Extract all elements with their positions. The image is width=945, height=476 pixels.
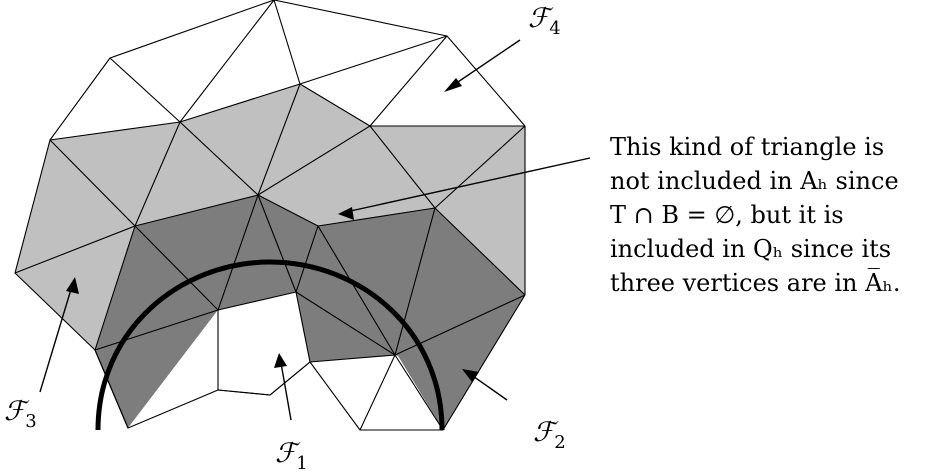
label-f3: ℱ3 xyxy=(4,396,37,432)
caption-line-4: included in Qₕ since its xyxy=(610,235,892,263)
arrow-f4-head xyxy=(444,78,462,92)
caption-text: This kind of triangle is not included in… xyxy=(610,130,945,300)
label-f1: ℱ1 xyxy=(275,438,308,474)
arrow-caption-head xyxy=(338,207,354,220)
boundary-arc xyxy=(95,259,445,431)
region-f4-white xyxy=(50,0,525,140)
caption-line-5: three vertices are in A̅ₕ. xyxy=(610,269,901,297)
label-f4: ℱ4 xyxy=(528,3,561,39)
arrow-f2-head xyxy=(462,369,479,382)
arrow-f3 xyxy=(39,285,73,393)
arrow-f4 xyxy=(451,39,521,87)
caption-line-1: This kind of triangle is xyxy=(610,133,885,161)
arrow-f2 xyxy=(469,373,508,401)
region-f1-white xyxy=(128,292,443,430)
arrow-caption xyxy=(345,157,591,213)
region-f2-dark xyxy=(95,195,525,430)
arrow-f1-head xyxy=(274,353,287,368)
caption-line-2: not included in Aₕ since xyxy=(610,167,899,195)
caption-line-3: T ∩ B = ∅, but it is xyxy=(610,201,844,229)
region-f3-light xyxy=(15,84,525,350)
arrow-f3-head xyxy=(66,277,79,294)
pointer-arrows xyxy=(39,39,591,421)
label-f2: ℱ2 xyxy=(533,417,566,453)
arrow-f1 xyxy=(280,362,292,421)
